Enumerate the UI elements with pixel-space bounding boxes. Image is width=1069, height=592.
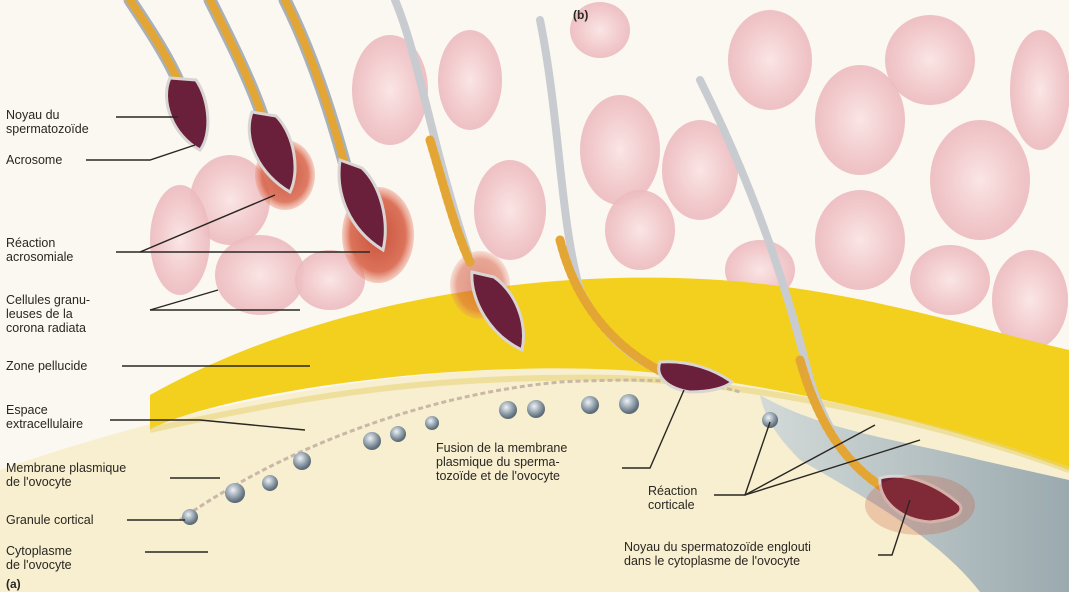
label-sperm-nucleus: Noyau du spermatozoïde (6, 108, 89, 136)
label-cortical-granule: Granule cortical (6, 513, 94, 527)
label-membrane-fusion: Fusion de la membrane plasmique du sperm… (436, 441, 567, 483)
label-zona-pellucida: Zone pellucide (6, 359, 87, 373)
label-cytoplasm: Cytoplasme de l'ovocyte (6, 544, 72, 572)
label-engulfed-nucleus: Noyau du spermatozoïde englouti dans le … (624, 540, 811, 568)
label-extracellular-space: Espace extracellulaire (6, 403, 83, 431)
label-cortical-reaction: Réaction corticale (648, 484, 697, 512)
panel-label-a: (a) (6, 577, 21, 591)
label-acrosome: Acrosome (6, 153, 62, 167)
label-plasma-membrane: Membrane plasmique de l'ovocyte (6, 461, 126, 489)
panel-label-b: (b) (573, 8, 588, 22)
label-corona-cells: Cellules granu- leuses de la corona radi… (6, 293, 90, 335)
label-acrosomal-reaction: Réaction acrosomiale (6, 236, 73, 264)
